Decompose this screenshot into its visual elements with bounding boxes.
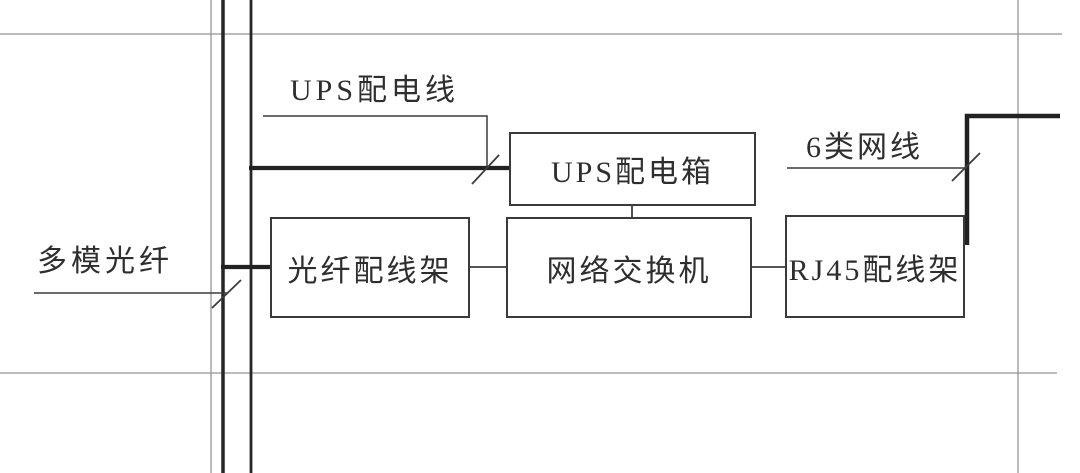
slash-tick-multimode-fiber bbox=[211, 279, 242, 309]
box-rj45-patch-panel-label: RJ45配线架 bbox=[788, 253, 962, 287]
box-ups-distribution-label: UPS配电箱 bbox=[550, 156, 715, 189]
label-multimode-fiber: 多模光纤 bbox=[37, 245, 173, 278]
leader-line-ups-power bbox=[263, 115, 488, 166]
box-network-switch-label: 网络交换机 bbox=[546, 254, 712, 288]
box-ups-distribution: UPS配电箱 bbox=[509, 132, 756, 206]
label-ups-power-line: UPS配电线 bbox=[290, 74, 460, 107]
box-fiber-patch-panel-label: 光纤配线架 bbox=[287, 254, 453, 288]
slash-tick-cat6 bbox=[951, 152, 981, 182]
box-fiber-patch-panel: 光纤配线架 bbox=[270, 217, 470, 318]
box-rj45-patch-panel: RJ45配线架 bbox=[785, 215, 965, 318]
box-network-switch: 网络交换机 bbox=[506, 217, 752, 318]
cable-cat6 bbox=[964, 113, 1060, 245]
slash-tick-ups-power bbox=[471, 154, 500, 185]
label-cat6-cable: 6类网线 bbox=[806, 131, 923, 164]
